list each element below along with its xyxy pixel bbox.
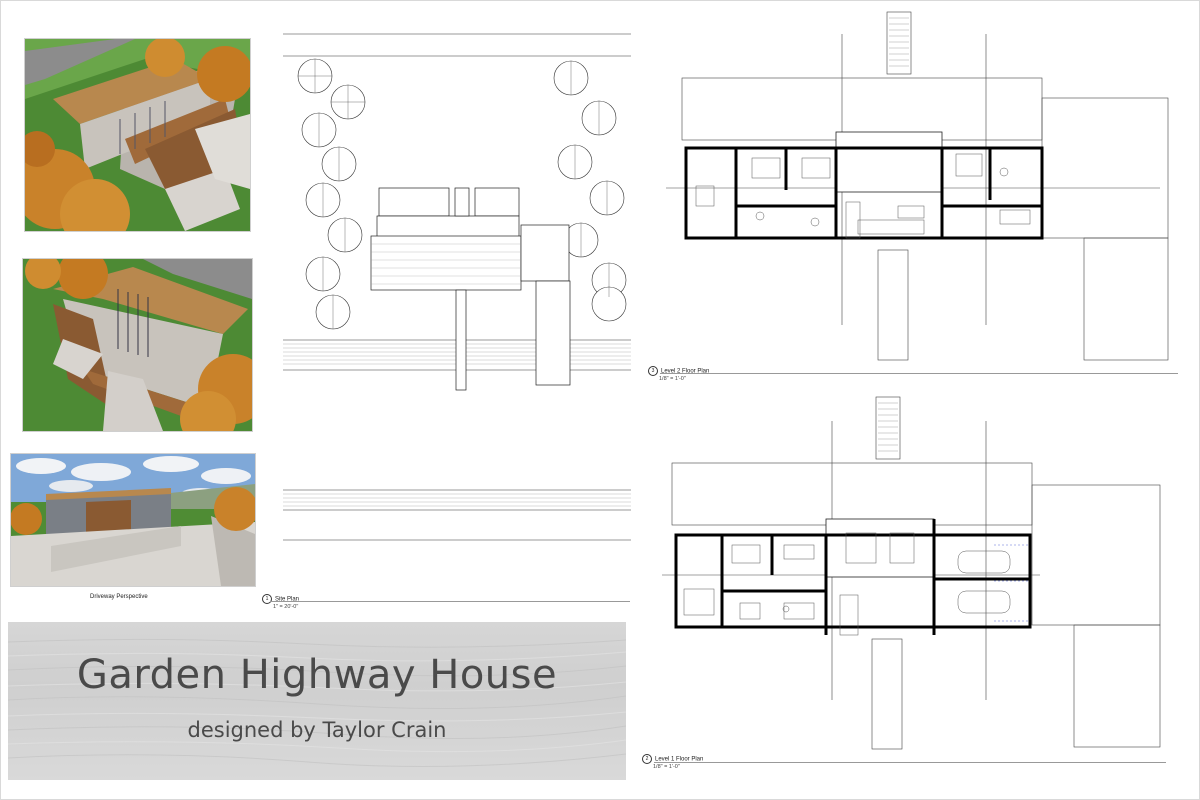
site-plan-number: 1 xyxy=(262,594,272,604)
site-plan-label: Site Plan xyxy=(275,596,300,603)
site-plan-drawing xyxy=(283,30,631,542)
driveway-caption-text: Driveway Perspective xyxy=(90,594,148,600)
level-2-number: 3 xyxy=(648,366,658,376)
level-1-floor-plan xyxy=(660,395,1180,755)
level-1-scale: 1/8" = 1'-0" xyxy=(653,764,680,770)
level-1-label: Level 1 Floor Plan xyxy=(655,756,704,763)
level-2-scale: 1/8" = 1'-0" xyxy=(659,376,686,382)
designer-credit: designed by Taylor Crain xyxy=(187,718,447,742)
project-title: Garden Highway House xyxy=(76,652,558,698)
site-plan-title-line xyxy=(270,601,630,602)
level-1-number: 2 xyxy=(642,754,652,764)
site-plan-scale: 1" = 20'-0" xyxy=(273,604,299,610)
aerial-render-2 xyxy=(22,258,253,432)
level-2-label: Level 2 Floor Plan xyxy=(661,368,710,375)
driveway-caption: Driveway Perspective xyxy=(90,594,148,600)
aerial-render-1 xyxy=(24,38,251,232)
level-1-title-line xyxy=(654,762,1166,763)
level-2-floor-plan xyxy=(660,10,1180,370)
driveway-render xyxy=(10,453,256,587)
title-panel: Garden Highway House designed by Taylor … xyxy=(8,622,626,780)
wood-grain-texture xyxy=(8,638,626,767)
level-2-title-line xyxy=(660,373,1178,374)
